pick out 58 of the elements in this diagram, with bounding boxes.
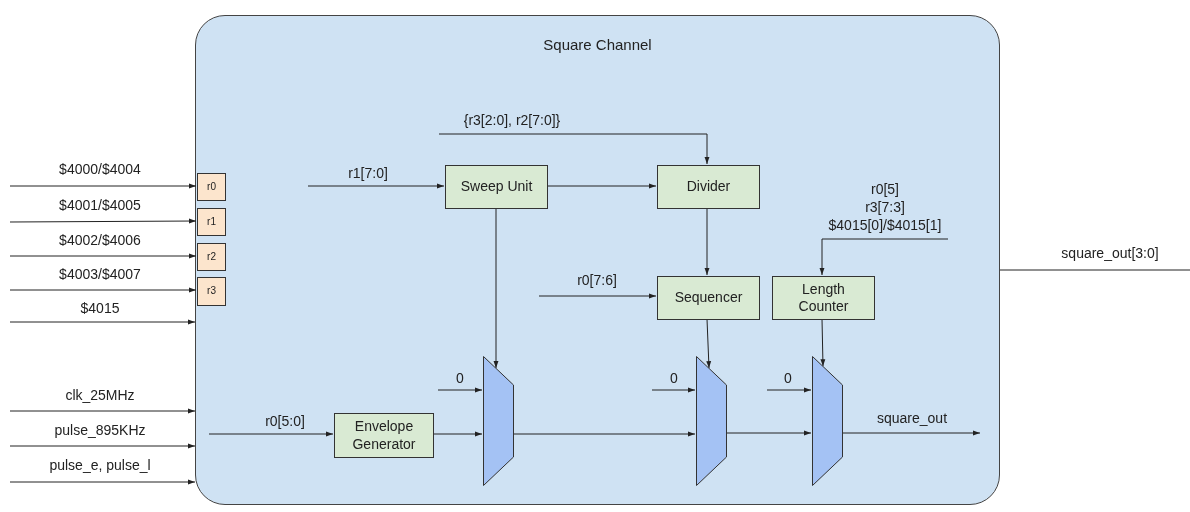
- multiplexer-trapezoid: [812, 356, 843, 486]
- arrow: [9, 218, 197, 224]
- signal-label: 0: [670, 369, 678, 388]
- arrow: [307, 183, 445, 189]
- block-box: Divider: [657, 165, 760, 209]
- block-box: Length Counter: [772, 276, 875, 320]
- arrow: [841, 430, 981, 436]
- arrow: [725, 430, 812, 436]
- multiplexer-trapezoid: [483, 356, 514, 486]
- panel-title: Square Channel: [542, 36, 653, 53]
- arrow: [438, 133, 710, 165]
- signal-label: pulse_895KHz: [54, 421, 146, 440]
- signal-label: r0[7:6]: [577, 271, 617, 290]
- arrow: [9, 287, 197, 293]
- channel-panel: [195, 15, 1000, 505]
- arrow: [820, 318, 826, 367]
- signal-label: {r3[2:0], r2[7:0]}: [463, 111, 561, 130]
- arrow: [9, 408, 196, 414]
- arrow: [706, 318, 712, 369]
- signal-label: square_out: [876, 409, 948, 428]
- arrow: [538, 293, 657, 299]
- arrow: [9, 183, 197, 189]
- arrow: [819, 238, 949, 276]
- signal-label: $4001/$4005: [59, 196, 141, 215]
- arrow: [493, 207, 499, 369]
- signal-label: $4002/$4006: [59, 231, 141, 250]
- signal-label: r0[5:0]: [265, 412, 305, 431]
- arrow: [432, 431, 483, 437]
- signal-label: $4003/$4007: [59, 265, 141, 284]
- arrow: [704, 207, 710, 276]
- block-box: Sweep Unit: [445, 165, 548, 209]
- arrow: [9, 479, 196, 485]
- arrow: [546, 183, 657, 189]
- arrow: [9, 319, 196, 325]
- arrow: [766, 387, 812, 393]
- signal-label: 0: [784, 369, 792, 388]
- register-box: r3: [197, 277, 226, 306]
- arrow: [512, 431, 696, 437]
- signal-label: 0: [456, 369, 464, 388]
- block-box: Envelope Generator: [334, 413, 434, 458]
- signal-label: $4000/$4004: [59, 160, 141, 179]
- signal-line: [999, 269, 1190, 271]
- register-box: r0: [197, 173, 226, 201]
- register-box: r1: [197, 208, 226, 236]
- arrow: [437, 387, 483, 393]
- arrow: [208, 431, 334, 437]
- signal-label: r0[5] r3[7:3] $4015[0]/$4015[1]: [827, 180, 943, 235]
- arrow: [9, 253, 197, 259]
- signal-label: $4015: [80, 299, 120, 318]
- signal-label: square_out[3:0]: [1061, 244, 1159, 263]
- signal-label: clk_25MHz: [65, 386, 135, 405]
- register-box: r2: [197, 243, 226, 271]
- block-box: Sequencer: [657, 276, 760, 320]
- arrow: [9, 443, 196, 449]
- signal-label: pulse_e, pulse_l: [49, 456, 151, 475]
- arrow: [651, 387, 696, 393]
- signal-label: r1[7:0]: [348, 164, 388, 183]
- multiplexer-trapezoid: [696, 356, 727, 486]
